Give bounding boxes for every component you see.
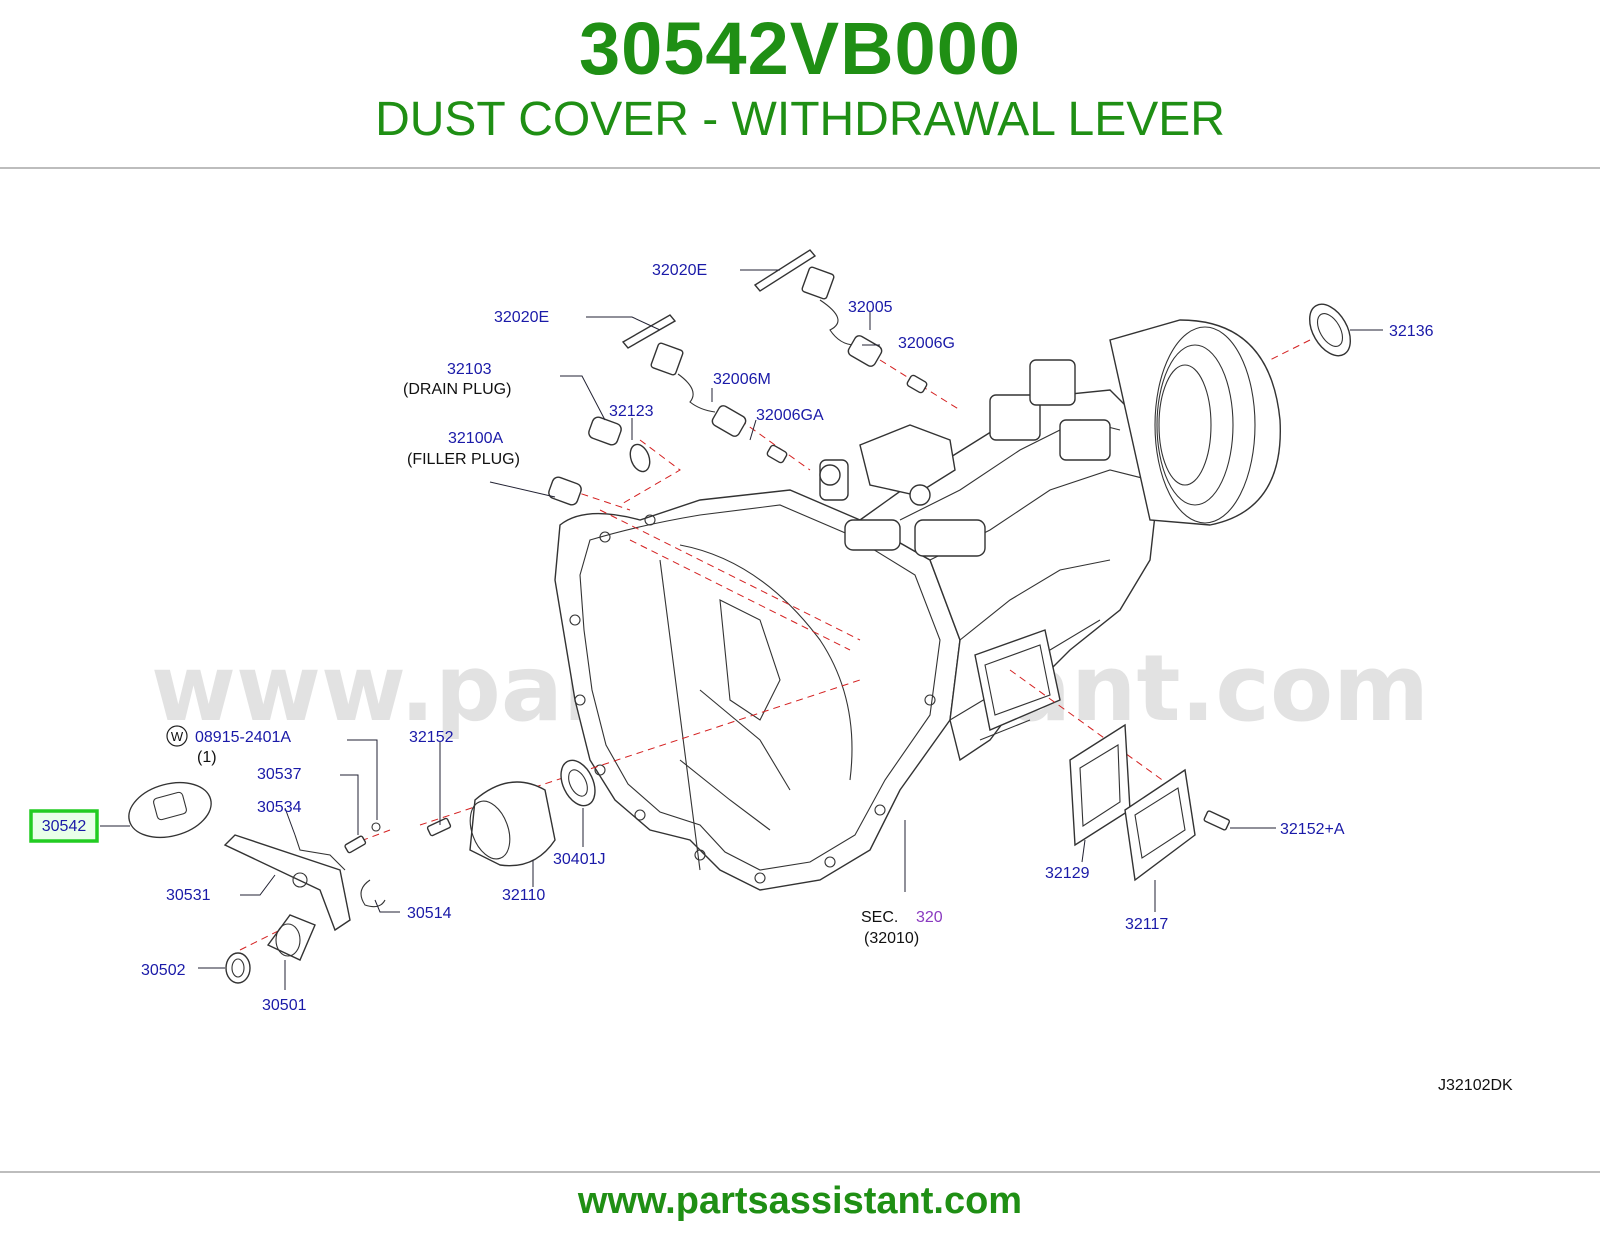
drain-plug-note: (DRAIN PLUG)	[403, 381, 511, 398]
diagram-code: J32102DK	[1438, 1077, 1513, 1094]
callout-32110[interactable]: 32110	[502, 887, 545, 904]
callout-32123[interactable]: 32123	[609, 403, 654, 420]
callout-30502[interactable]: 30502	[141, 962, 186, 979]
callout-32136[interactable]: 32136	[1389, 323, 1434, 340]
callout-08915-2401A[interactable]: 08915-2401A	[195, 729, 291, 746]
callout-32129[interactable]: 32129	[1045, 865, 1090, 882]
header-divider	[0, 167, 1600, 169]
callout-32100A[interactable]: 32100A	[448, 430, 503, 447]
callout-32152-A[interactable]: 32152+A	[1280, 821, 1345, 838]
callout-32006GA[interactable]: 32006GA	[756, 407, 824, 424]
part-number-title: 30542VB000	[578, 7, 1022, 90]
highlight-box-30542	[29, 809, 99, 843]
part-description: DUST COVER - WITHDRAWAL LEVER	[375, 93, 1225, 146]
callout-30401J[interactable]: 30401J	[553, 851, 606, 868]
callout-32006M[interactable]: 32006M	[713, 371, 771, 388]
callout-32020E-mid[interactable]: 32020E	[494, 309, 549, 326]
callout-32103[interactable]: 32103	[447, 361, 492, 378]
callout-30542-highlighted[interactable]: 30542	[42, 818, 87, 835]
callout-30514[interactable]: 30514	[407, 905, 452, 922]
callout-32117[interactable]: 32117	[1125, 916, 1168, 933]
callout-30531[interactable]: 30531	[166, 887, 211, 904]
callout-32020E-top[interactable]: 32020E	[652, 262, 707, 279]
callout-leader-lines	[100, 269, 1383, 990]
assembly-dashed-lines	[239, 339, 1311, 951]
footer-divider	[0, 1171, 1600, 1173]
page-header: 30542VB000 DUST COVER - WITHDRAWAL LEVER	[0, 0, 1600, 170]
w-symbol-circle	[166, 725, 188, 747]
footer-website-link[interactable]: www.partsassistant.com	[577, 1180, 1023, 1222]
filler-plug-note: (FILLER PLUG)	[407, 451, 520, 468]
w-symbol-letter: W	[171, 729, 184, 744]
section-prefix: SEC.	[861, 909, 898, 926]
transmission-housing-drawing	[554, 319, 1281, 891]
callout-32005[interactable]: 32005	[848, 299, 893, 316]
callout-30534[interactable]: 30534	[257, 799, 302, 816]
callout-30537[interactable]: 30537	[257, 766, 302, 783]
quantity-note: (1)	[197, 749, 217, 766]
section-ref: (32010)	[864, 930, 919, 947]
callout-32006G[interactable]: 32006G	[898, 335, 955, 352]
section-link-320[interactable]: 320	[916, 909, 943, 926]
callout-32152[interactable]: 32152	[409, 729, 454, 746]
small-parts-drawing	[128, 249, 1352, 984]
callout-30501[interactable]: 30501	[262, 997, 307, 1014]
